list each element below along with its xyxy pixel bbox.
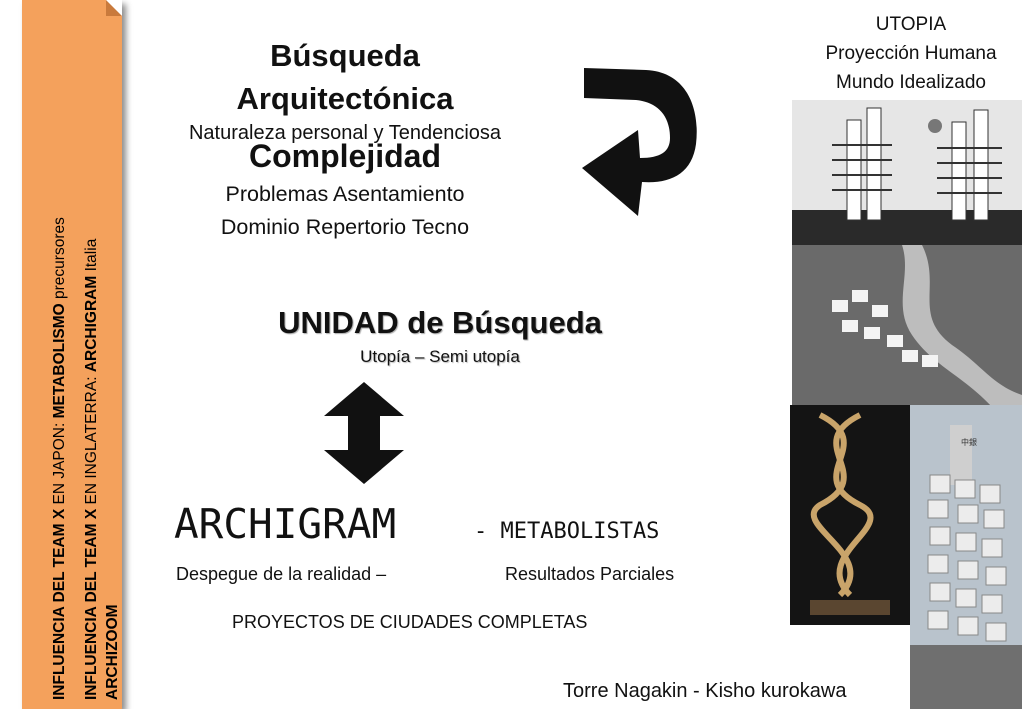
side-banner: INFLUENCIA DEL TEAM X EN JAPON: METABOLI… [22,0,122,709]
tower-sign: 中銀 [961,437,977,447]
photo-helix-model [790,405,910,625]
unidad-subtitle: Utopía – Semi utopía [360,347,520,366]
naturaleza-text: Naturaleza personal y Tendenciosa [188,122,502,144]
heading-complejidad: Complejidad [248,138,441,174]
proyectos-text: PROYECTOS DE CIUDADES COMPLETAS [232,612,588,632]
banner-text-inglaterra: INFLUENCIA DEL TEAM X EN INGLATERRA: ARC… [83,238,100,700]
despegue-text: Despegue de la realidad – [176,564,387,584]
photo-utopia-towers [792,100,1022,245]
photo-nakagin-tower: 中銀 [910,405,1022,709]
metabolistas-title: - METABOLISTAS [474,519,660,544]
heading-busqueda: Búsqueda Arquitectónica [236,38,454,116]
utopia-text: UTOPIA Proyección Humana Mundo Idealizad… [825,14,997,93]
problemas-text: Problemas Asentamiento Dominio Repertori… [220,182,470,239]
unidad-title: UNIDAD de Búsqueda [278,305,602,340]
banner-text-archizoom: ARCHIZOOM [104,604,121,700]
banner-fold-corner [106,0,122,16]
curved-arrow-icon [582,68,697,216]
photo-caption: Torre Nagakin - Kisho kurokawa [563,680,847,702]
resultados-text: Resultados Parciales [505,564,675,584]
double-arrow-icon [324,382,404,484]
archigram-title: ARCHIGRAM [174,500,397,548]
photo-aerial-city [792,245,1022,407]
banner-text-japon: INFLUENCIA DEL TEAM X EN JAPON: METABOLI… [51,217,68,700]
